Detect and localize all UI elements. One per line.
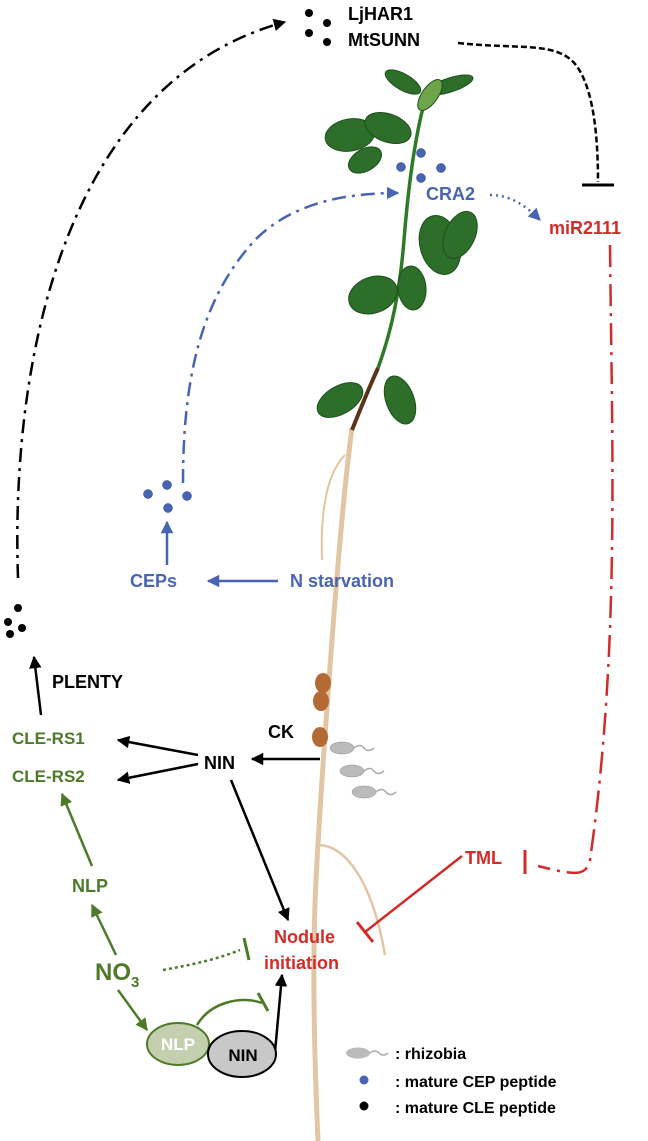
nodule-initiation-line2: initiation — [264, 953, 339, 973]
leaf — [347, 146, 383, 174]
n-starvation-label: N starvation — [290, 571, 394, 591]
nlp-label: NLP — [72, 876, 108, 896]
nlp-inhibition-bar — [256, 992, 270, 1012]
no3-to-nodule-inhibition — [162, 948, 241, 972]
hypocotyl — [350, 367, 380, 431]
leaf — [384, 69, 422, 95]
tml-to-nodule-inhibition — [364, 855, 463, 933]
cep-peptide-dot — [143, 489, 153, 499]
nlp-box-label: NLP — [161, 1035, 195, 1054]
cle-to-har1-arrow — [16, 18, 287, 579]
no3-to-nlp-box-arrow — [116, 989, 149, 1032]
cle-peptide-cluster-left — [4, 604, 26, 638]
ceps-label: CEPs — [130, 571, 177, 591]
cep-peptide-dot — [162, 480, 172, 490]
leaves — [316, 69, 478, 425]
mir2111-to-tml-inhibition — [537, 244, 614, 875]
cep-peptide-cluster-shoot — [396, 148, 446, 183]
ljhar1-label: LjHAR1 — [348, 4, 413, 24]
legend-cep-label: : mature CEP peptide — [395, 1074, 557, 1091]
rhizobium — [351, 785, 377, 799]
nodule — [313, 691, 329, 711]
cle-peptide-dot — [18, 624, 26, 632]
cle-peptide-dot — [14, 604, 22, 612]
cle-peptide-dot — [323, 19, 331, 27]
cle-peptide-dot — [6, 630, 14, 638]
nodule-inhibition-bar — [355, 921, 375, 943]
stem — [376, 99, 427, 369]
cep-peptide-dot — [182, 491, 192, 501]
nin-to-clers2-arrow — [116, 762, 199, 784]
rhizobium — [329, 741, 355, 755]
ck-label: CK — [268, 722, 294, 742]
cep-peptide-cluster-root — [143, 480, 192, 513]
cep-peptide-dot — [416, 173, 426, 183]
cle-peptide-dot — [305, 9, 313, 17]
mtsunn-label: MtSUNN — [348, 30, 420, 50]
legend-cle-label: : mature CLE peptide — [395, 1100, 556, 1117]
lateral-root — [317, 843, 387, 956]
leaf — [417, 79, 443, 111]
nodule — [312, 727, 328, 747]
nin-box — [207, 1030, 277, 1078]
mir2111-label: miR2111 — [549, 218, 621, 238]
cle-peptide-cluster-top — [305, 9, 331, 46]
cra2-label: CRA2 — [426, 184, 475, 204]
leaf — [383, 375, 417, 425]
no3-inhibition-bar — [242, 937, 251, 961]
rhizobium — [339, 764, 365, 778]
leaf — [348, 275, 398, 315]
cep-peptide-dot — [436, 163, 446, 173]
nodule — [315, 673, 331, 693]
nin-box-label: NIN — [228, 1046, 257, 1065]
tml-label: TML — [465, 848, 502, 868]
legend-rhizobia-icon — [346, 1047, 370, 1059]
cle-rs1-label: CLE-RS1 — [12, 729, 85, 748]
nin-to-clers1-arrow — [116, 735, 199, 757]
legend-cle-icon — [359, 1101, 369, 1111]
cle-peptide-dot — [323, 38, 331, 46]
har1-to-mir2111-inhibition — [457, 41, 600, 183]
cep-peptide-dot — [163, 503, 173, 513]
no3-label: NO3 — [95, 959, 139, 991]
plenty-arrow — [29, 655, 43, 716]
nin-label: NIN — [204, 753, 235, 773]
nlp-box — [146, 1022, 210, 1066]
cep-peptide-dot — [416, 148, 426, 158]
cle-peptide-dot — [305, 29, 313, 37]
leaf — [442, 210, 478, 260]
ceps-to-cra2-arrow — [181, 186, 400, 484]
cep-peptide-dot — [396, 162, 406, 172]
nodule-initiation-line1: Nodule — [274, 927, 335, 947]
rhizobia-group — [329, 741, 397, 799]
plenty-label: PLENTY — [52, 672, 123, 692]
main-root — [311, 427, 355, 1141]
nlp-to-clers2-arrow — [60, 792, 94, 867]
legend-cep-icon — [359, 1075, 369, 1085]
leaf — [316, 382, 364, 418]
no3-to-nlp-arrow — [90, 903, 118, 956]
nlp-inhibits-nin-action — [195, 998, 263, 1026]
nin-to-nodule-arrow — [229, 779, 290, 922]
leaf — [397, 265, 427, 311]
cle-rs2-label: CLE-RS2 — [12, 767, 85, 786]
lateral-root — [320, 454, 346, 561]
nin-box-to-nodule-arrow — [273, 973, 288, 1053]
cle-peptide-dot — [4, 618, 12, 626]
legend-rhizobia-label: : rhizobia — [395, 1046, 466, 1063]
plant-illustration — [311, 69, 478, 1141]
leaf — [364, 111, 412, 145]
legend: : rhizobia : mature CEP peptide : mature… — [346, 1046, 557, 1117]
cra2-to-mir2111-arrow — [489, 193, 541, 221]
